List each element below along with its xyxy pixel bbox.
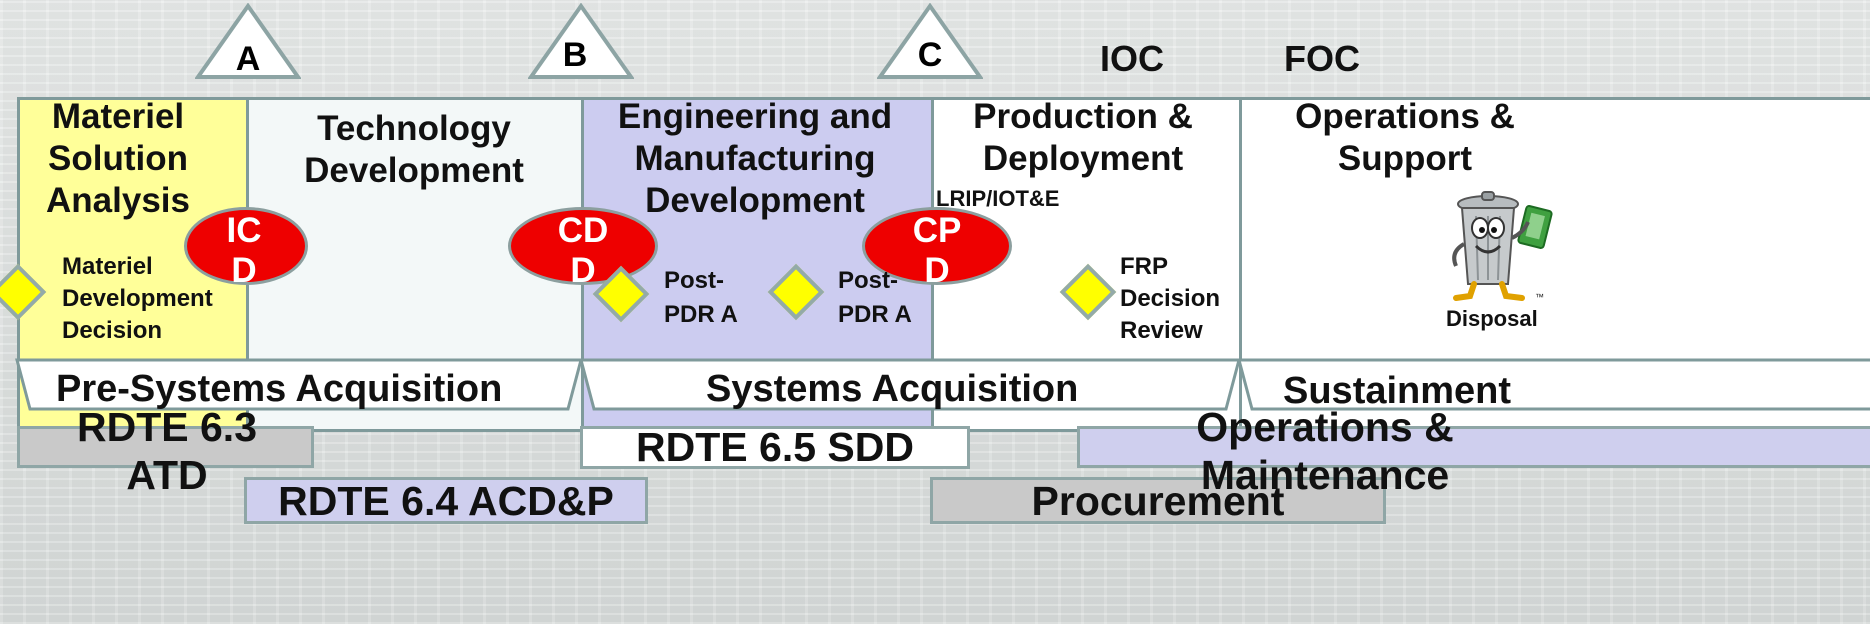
- msa-title: Materiel Solution Analysis: [46, 97, 190, 220]
- rdte-63-bar: [17, 426, 314, 468]
- milestone-a-label: A: [235, 40, 261, 78]
- cpd-label: CP D: [912, 211, 962, 291]
- milestone-c-triangle: [877, 3, 983, 79]
- pd-title: Production & Deployment: [973, 97, 1193, 178]
- trash-can-mascot-icon: [1452, 191, 1553, 301]
- cpd-oval: [862, 207, 1012, 285]
- cdd-label: CD D: [557, 211, 609, 291]
- procurement-label: Procurement: [1031, 478, 1285, 524]
- procurement-bar: [930, 477, 1386, 524]
- milestone-a-triangle: [195, 3, 301, 79]
- acquisition-bands: [15, 358, 1870, 411]
- mdd-label: Materiel Development Decision: [62, 253, 213, 344]
- post-pdr-label-1: Post- PDR A: [664, 267, 738, 328]
- rdte-65-bar: [580, 426, 970, 469]
- icd-oval: [184, 207, 308, 285]
- milestone-b-label: B: [562, 36, 588, 74]
- post-pdr-label-2: Post- PDR A: [838, 267, 912, 328]
- rdte-64-bar: [244, 477, 648, 524]
- rdte-65-label: RDTE 6.5 SDD: [636, 424, 914, 470]
- milestone-c-label: C: [917, 36, 943, 74]
- sustainment-label: Sustainment: [1283, 370, 1512, 412]
- ioc-label: IOC: [1100, 38, 1165, 79]
- emd-title: Engineering and Manufacturing Developmen…: [617, 97, 893, 220]
- icd-label: IC D: [226, 211, 262, 291]
- om-bar: [1077, 426, 1870, 468]
- trademark-symbol: ™: [1535, 292, 1544, 302]
- pre-systems-acquisition-label: Pre-Systems Acquisition: [56, 368, 503, 410]
- rdte-64-label: RDTE 6.4 ACD&P: [278, 478, 614, 524]
- foc-label: FOC: [1284, 38, 1360, 79]
- systems-acquisition-label: Systems Acquisition: [706, 368, 1079, 410]
- td-title: Technology Development: [304, 109, 524, 190]
- rdte-63-label: RDTE 6.3 ATD: [77, 404, 257, 498]
- om-label: Operations & Maintenance: [1196, 404, 1454, 498]
- disposal-label: Disposal: [1446, 306, 1538, 331]
- cdd-oval: [508, 207, 658, 285]
- milestone-b-triangle: [528, 3, 634, 79]
- frp-label: FRP Decision Review: [1120, 253, 1221, 344]
- os-title: Operations & Support: [1295, 97, 1515, 178]
- lrip-label: LRIP/IOT&E: [936, 186, 1060, 211]
